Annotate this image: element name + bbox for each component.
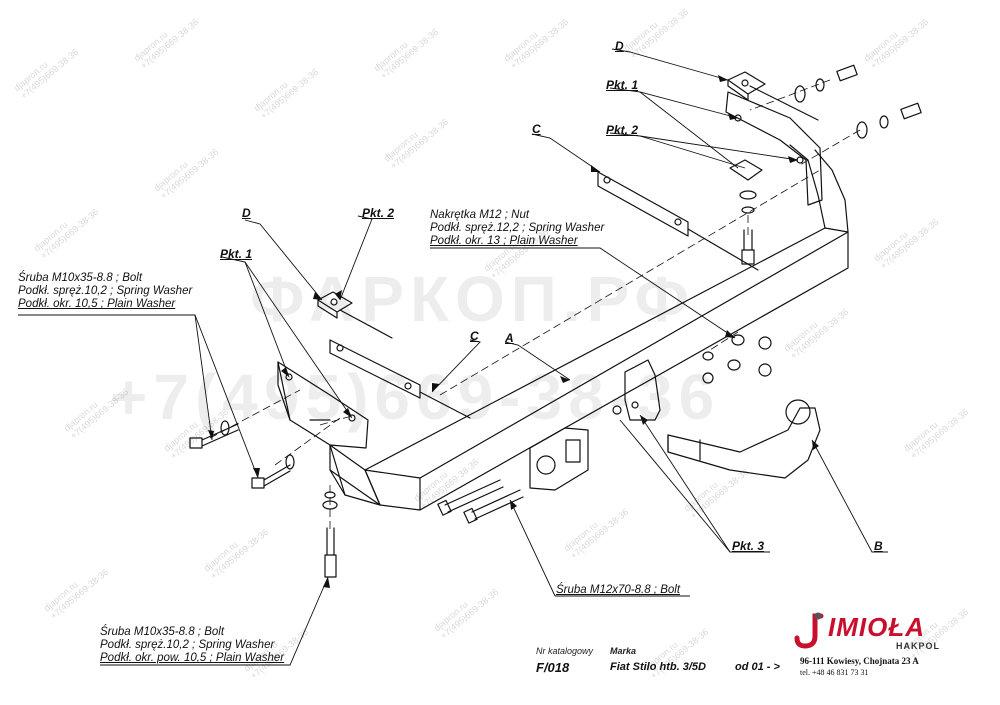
ball-mount-b	[667, 399, 821, 479]
label-pkt1-top: Pkt. 1	[606, 78, 639, 92]
block-pkt2	[729, 159, 763, 181]
label-pkt1-left: Pkt. 1	[220, 247, 253, 261]
callout-bolt-bottom-line2: Podkł. spręż.10,2 ; Spring Washer	[100, 639, 275, 651]
company-sub: HAKPOL	[896, 641, 940, 651]
crossbar-a	[329, 144, 849, 511]
callout-bolt-top: Śruba M10x35-8.8 ; Bolt Podkł. spręż.10,…	[18, 272, 192, 311]
right-bracket	[725, 91, 823, 206]
bolt-m12-2	[463, 489, 524, 524]
socket-plate	[529, 427, 589, 491]
callout-bolt-top-line2: Podkł. spręż.10,2 ; Spring Washer	[18, 285, 193, 297]
label-c-mid: C	[470, 329, 479, 343]
callout-bolt-top-line1: Śruba M10x35-8.8 ; Bolt	[18, 272, 143, 284]
callout-nut-line2: Podkł. spręż.12,2 ; Spring Washer	[430, 222, 605, 234]
catalog-value: F/018	[536, 660, 570, 675]
label-d-top: D	[615, 39, 624, 53]
plate-c-mid	[329, 339, 471, 419]
label-a: A	[505, 331, 514, 345]
callout-nut-line3: Podkł. okr. 13 ; Plain Washer	[430, 235, 578, 247]
callout-bolt-top-line3: Podkł. okr. 10,5 ; Plain Washer	[18, 298, 176, 310]
callout-bolt-bottom: Śruba M10x35-8.8 ; Bolt Podkł. spręż.10,…	[100, 626, 284, 665]
company-logo: IMIOŁA	[828, 612, 925, 642]
label-pkt2-top: Pkt. 2	[606, 123, 639, 137]
callout-nut: Nakrętka M12 ; Nut Podkł. spręż.12,2 ; S…	[430, 209, 604, 248]
bolt-m12-1	[437, 479, 504, 516]
left-bracket	[277, 361, 369, 449]
label-d-left: D	[242, 206, 251, 220]
callout-bolt-m12-text: Śruba M12x70-8.8 ; Bolt	[556, 584, 681, 596]
catalog-label: Nr katalogowy	[536, 646, 594, 656]
spacer-d-top	[727, 71, 819, 121]
from-value: od 01 - >	[735, 661, 780, 673]
label-pkt2-left: Pkt. 2	[362, 206, 395, 220]
spacer-d-left	[317, 291, 393, 339]
callout-nut-line1: Nakrętka M12 ; Nut	[430, 209, 530, 221]
model-value: Fiat Stilo htb. 3/5D	[610, 661, 706, 673]
bolt-right-vertical	[739, 190, 757, 265]
hitch-receiver	[612, 359, 661, 421]
label-b: B	[874, 539, 883, 553]
company-tel: tel. +48 46 831 73 31	[800, 668, 869, 677]
plate-c-top	[597, 171, 759, 271]
callout-bolt-bottom-line3: Podkł. okr. pow. 10,5 ; Plain Washer	[100, 652, 285, 664]
nuts-mid	[702, 334, 772, 384]
label-c-top: C	[532, 122, 541, 136]
brand-label: Marka	[610, 646, 637, 656]
label-pkt3: Pkt. 3	[732, 539, 765, 553]
bolts-top-right	[794, 64, 922, 139]
watermark-big-bottom: +7(495)669-38-36	[110, 361, 721, 433]
company-address: 96-111 Kowiesy, Chojnata 23 A	[800, 656, 919, 666]
bolts-left	[189, 420, 295, 489]
watermark-big-top: ФАРКОП.РФ	[250, 263, 696, 335]
callout-bolt-m12: Śruba M12x70-8.8 ; Bolt	[556, 584, 680, 597]
hook-logo-icon	[794, 612, 824, 649]
callout-bolt-bottom-line1: Śruba M10x35-8.8 ; Bolt	[100, 626, 225, 638]
